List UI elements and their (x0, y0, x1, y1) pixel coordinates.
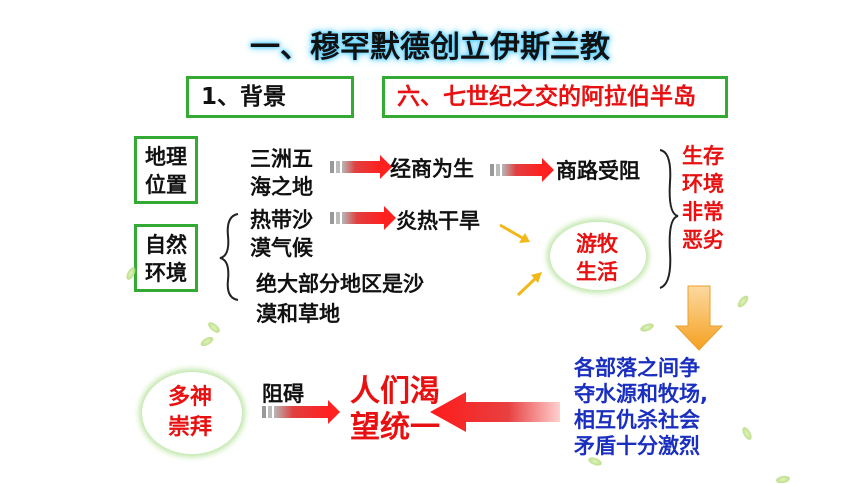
conflict-line4: 矛盾十分激烈 (574, 434, 700, 458)
arrow-obstacle-to-unity (262, 400, 340, 424)
harsh-env-line3: 非常 (682, 200, 724, 224)
harsh-env-line2: 环境 (682, 172, 724, 196)
section-label-box: 1、背景 (186, 76, 354, 118)
conflict-line2: 夺水源和牧场, (574, 382, 708, 406)
trade-text: 经商为生 (390, 157, 474, 181)
nature-label-line1: 自然 (145, 233, 187, 257)
harsh-env-line1: 生存 (682, 144, 724, 168)
land-text-line2: 漠和草地 (256, 302, 340, 326)
arrow-climate-to-hot (330, 206, 396, 230)
page-title: 一、穆罕默德创立伊斯兰教 (250, 30, 610, 65)
geo-text-line2: 海之地 (250, 175, 313, 199)
climate-text-line1: 热带沙 (250, 208, 313, 232)
geo-text-line1: 三洲五 (250, 147, 313, 171)
conflict-line3: 相互仇杀社会 (574, 408, 700, 432)
nomad-text-line2: 生活 (576, 260, 618, 284)
route-text: 商路受阻 (556, 159, 640, 183)
nature-label-box: 自然 环境 (134, 224, 198, 292)
polytheism-line1: 多神 (168, 385, 213, 410)
arrow-conflict-to-unity (430, 392, 560, 432)
conflict-line1: 各部落之间争 (574, 356, 700, 380)
subheading-box: 六、七世纪之交的阿拉伯半岛 (382, 76, 728, 118)
obstacle-text: 阻碍 (262, 382, 304, 406)
polytheism-line2: 崇拜 (168, 415, 213, 440)
geo-label-line1: 地理 (145, 145, 187, 169)
nature-brace (219, 213, 239, 301)
unity-text-line2: 望统一 (350, 410, 440, 445)
land-text-line1: 绝大部分地区是沙 (256, 272, 424, 296)
geo-label-line2: 位置 (145, 173, 187, 197)
unity-text-line1: 人们渴 (350, 374, 440, 409)
hot-dry-text: 炎热干旱 (396, 209, 480, 233)
harsh-env-brace (659, 149, 679, 289)
geo-label-box: 地理 位置 (134, 136, 198, 204)
nomad-oval (550, 222, 646, 290)
arrow-land-to-nomad (516, 272, 542, 297)
nature-label-line2: 环境 (145, 261, 187, 285)
arrow-geo-to-trade (330, 155, 392, 179)
section-label: 1、背景 (201, 84, 287, 110)
harsh-env-line4: 恶劣 (682, 228, 724, 252)
arrow-env-to-conflict (674, 285, 724, 351)
arrow-hot-to-nomad (499, 223, 530, 243)
arrow-trade-to-route (490, 158, 554, 182)
nomad-text-line1: 游牧 (576, 232, 618, 256)
polytheism-oval (142, 372, 242, 454)
subheading: 六、七世纪之交的阿拉伯半岛 (397, 84, 696, 110)
climate-text-line2: 漠气候 (250, 236, 313, 260)
